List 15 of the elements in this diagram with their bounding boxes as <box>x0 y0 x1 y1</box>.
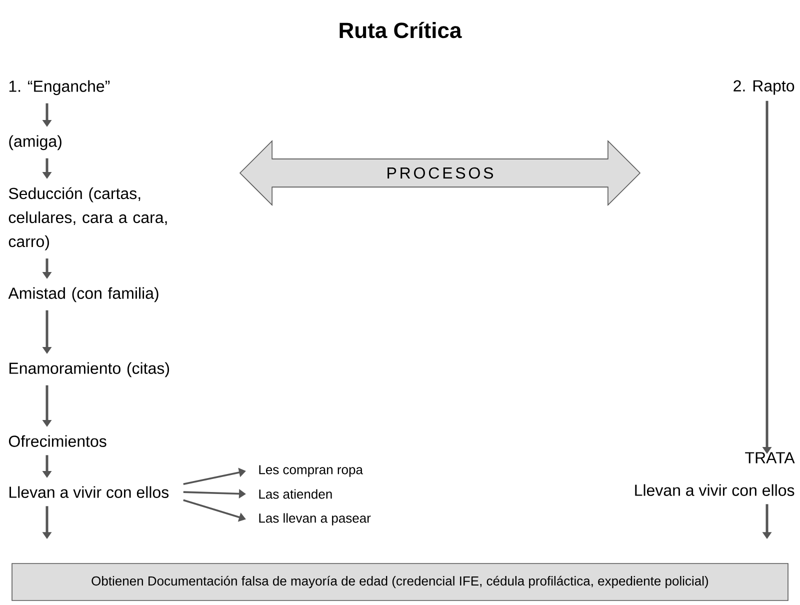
step-label: TRATA <box>745 452 795 464</box>
step-label: Llevan a vivir con ellos <box>635 484 794 496</box>
result-box: Obtienen Documentación falsa de mayoría de edad (credencial IFE, cédula profiláctica, expediente policial) <box>12 563 788 601</box>
step-label: Llevan a vivir con ellos <box>10 486 169 498</box>
step-label: Enamoramiento (citas) <box>10 362 169 378</box>
result-label: Las atienden <box>259 489 332 499</box>
title: Ruta Crítica <box>340 22 462 38</box>
step-label: 2. Rapto <box>734 80 794 95</box>
step-label: Amistad (con familia) <box>8 287 158 302</box>
result-label: Las llevan a pasear <box>259 513 371 526</box>
step-label: (amiga) <box>9 135 62 150</box>
result-label: Les compran ropa <box>259 465 363 477</box>
step-label: Ofrecimientos <box>8 435 106 447</box>
step-label: Seducción (cartas, celulares, cara a cara, carro) <box>8 187 167 250</box>
step-label: 1. “Enganche” <box>9 80 110 96</box>
